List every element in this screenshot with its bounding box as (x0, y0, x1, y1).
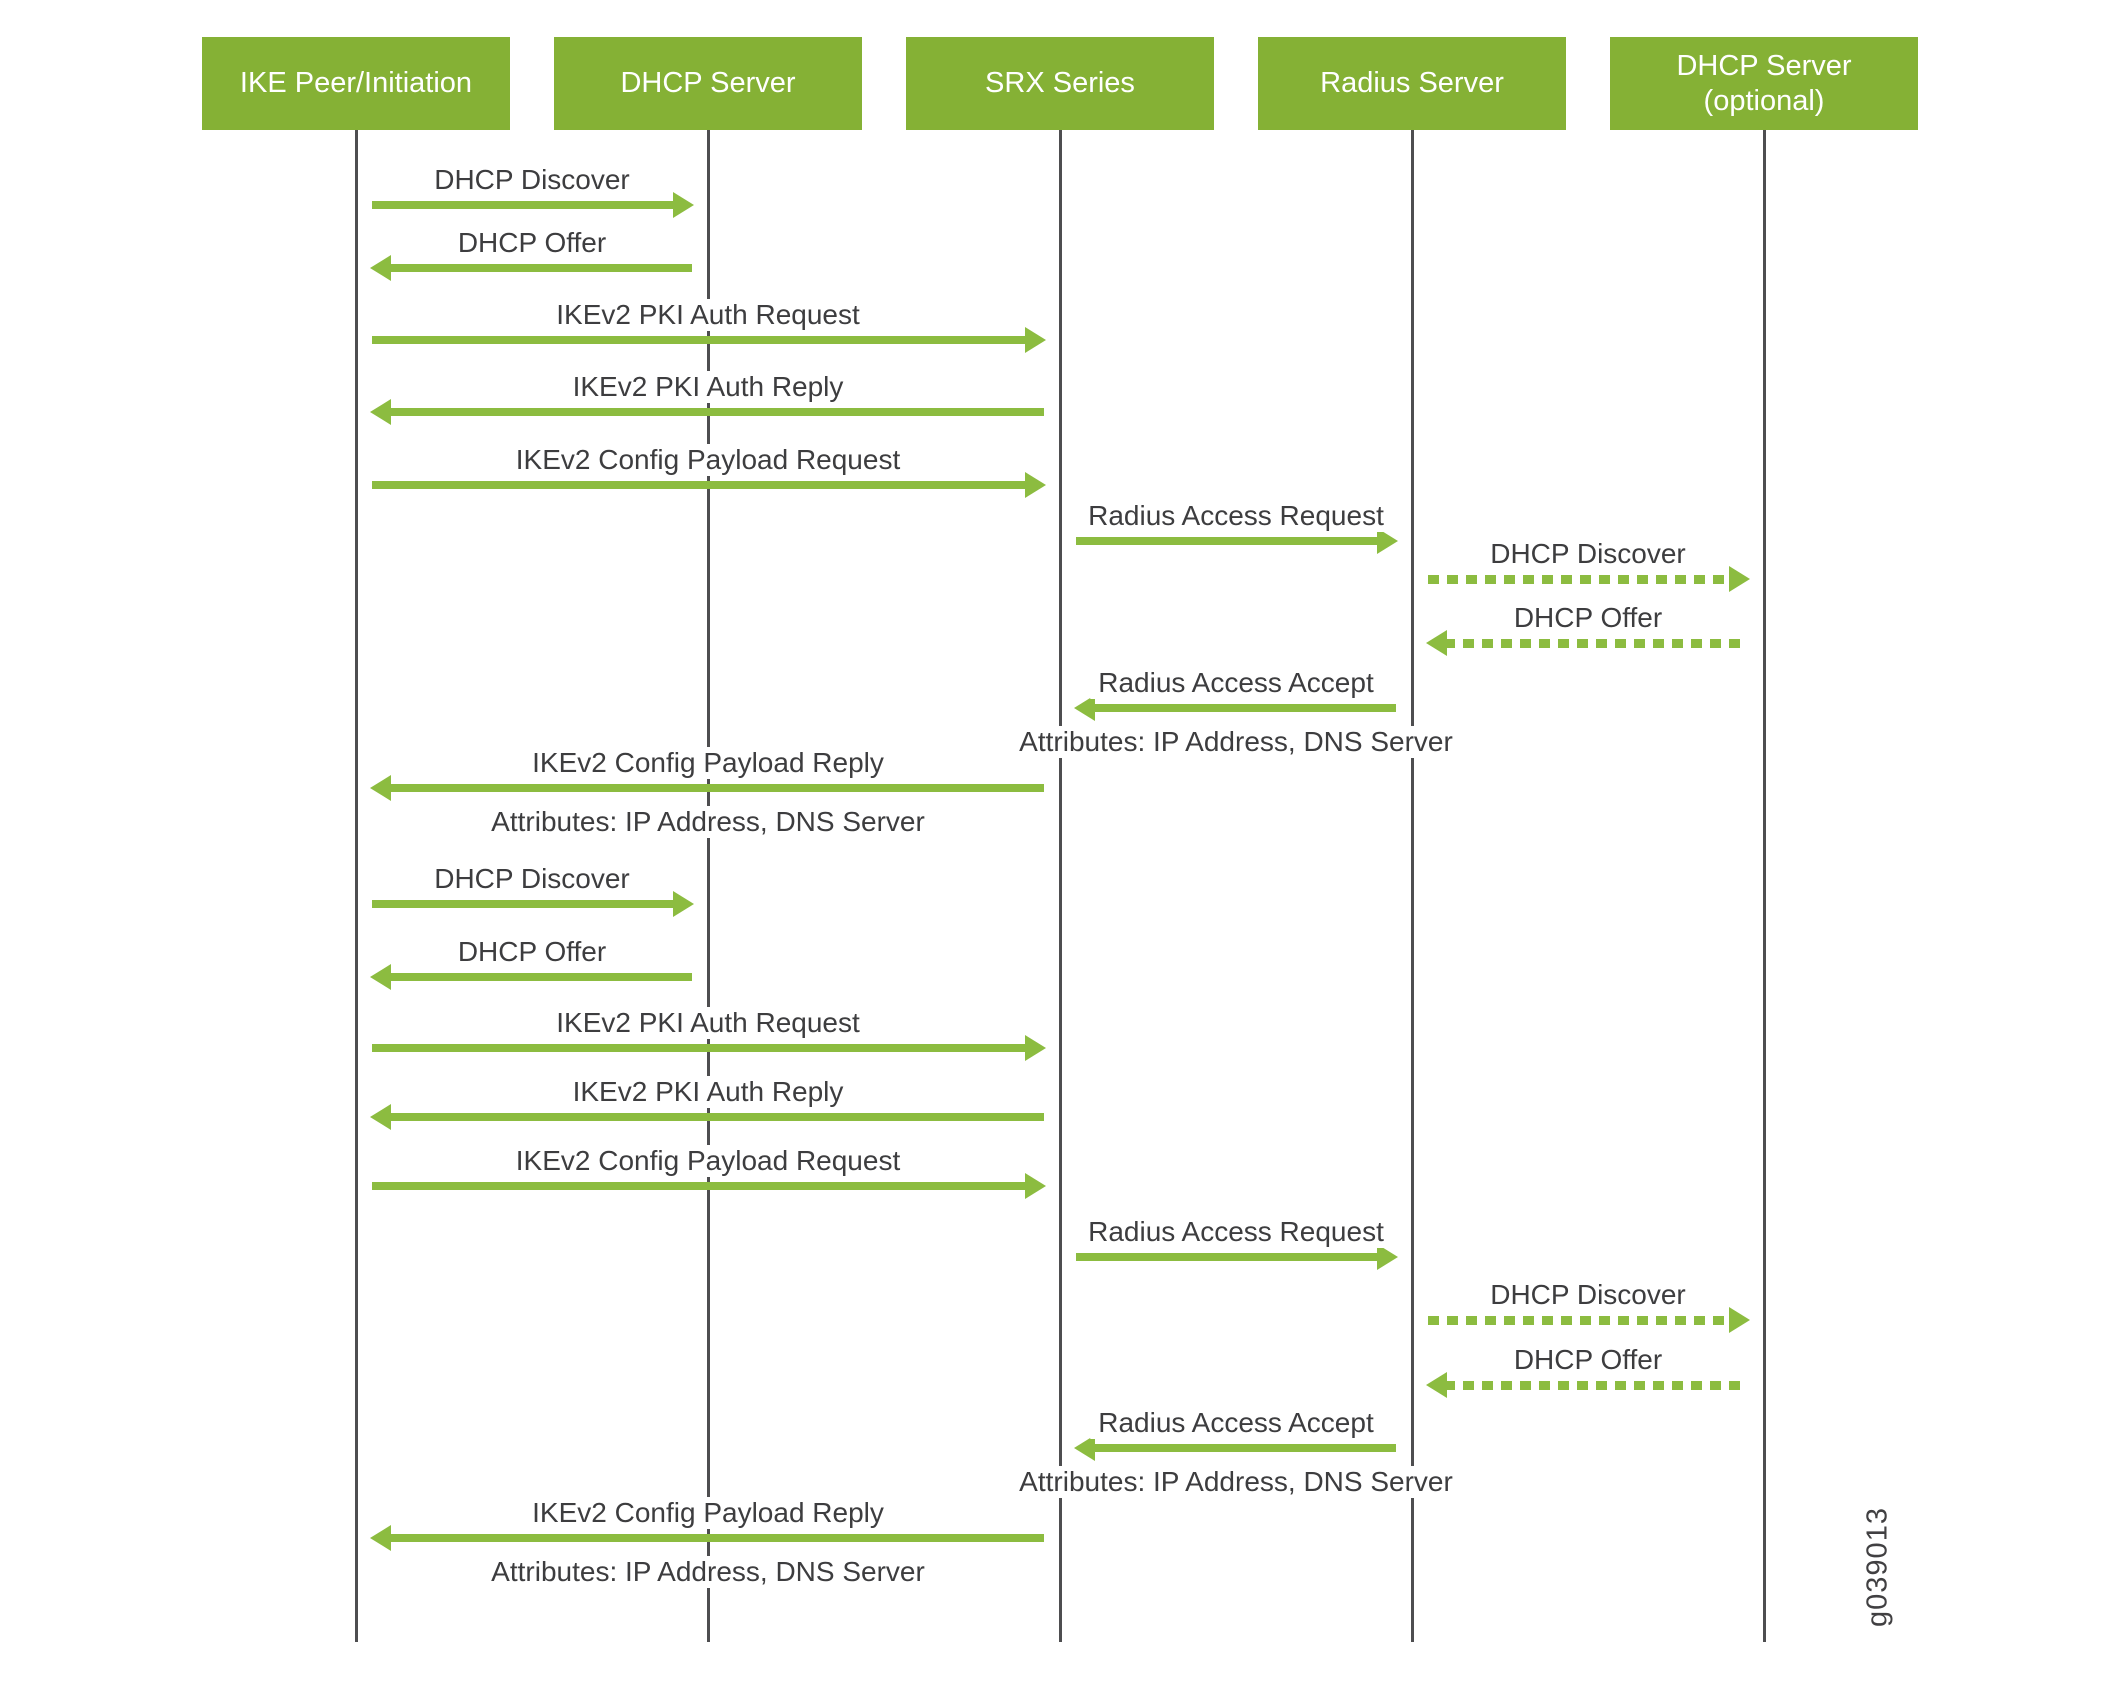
message-line-dashed (1444, 1381, 1748, 1390)
message-line (372, 201, 676, 209)
message-label: IKEv2 PKI Auth Reply (564, 371, 852, 403)
message-line (388, 408, 1044, 416)
message-label: Radius Access Request (1080, 1216, 1392, 1248)
message-arrowhead-left (370, 964, 391, 990)
actor-label-dhcp_opt: (optional) (1703, 84, 1825, 117)
lifeline-dhcp (706, 130, 710, 1642)
message-label: DHCP Offer (1505, 1344, 1671, 1376)
message-arrowhead-right (1025, 1035, 1046, 1061)
message-arrowhead-right (673, 891, 694, 917)
message-arrowhead-left (1074, 1435, 1095, 1461)
actor-box-dhcp_opt: DHCP Server(optional) (1610, 37, 1918, 130)
message-label: DHCP Discover (1482, 1279, 1694, 1311)
message-arrowhead-left (370, 399, 391, 425)
lifeline-ike (354, 130, 358, 1642)
message-arrowhead-right (673, 192, 694, 218)
message-label: Radius Access Accept (1090, 667, 1382, 699)
message-arrowhead-right (1025, 472, 1046, 498)
message-line (1076, 537, 1380, 545)
message-line (1076, 1253, 1380, 1261)
actor-label-dhcp: DHCP Server (620, 67, 796, 99)
message-attributes-label: Attributes: IP Address, DNS Server (1011, 1466, 1461, 1498)
actor-label-srx: SRX Series (985, 67, 1135, 99)
message-line (372, 336, 1028, 344)
actor-label-dhcp_opt: DHCP Server (1676, 49, 1852, 82)
message-line (388, 784, 1044, 792)
message-arrowhead-left (1074, 695, 1095, 721)
message-arrowhead-right (1025, 327, 1046, 353)
message-arrowhead-left (370, 255, 391, 281)
actor-label-radius: Radius Server (1320, 67, 1504, 99)
message-label: IKEv2 Config Payload Reply (524, 1497, 892, 1529)
message-label: DHCP Offer (1505, 602, 1671, 634)
message-line (388, 1534, 1044, 1542)
message-label: DHCP Offer (449, 936, 615, 968)
message-label: Radius Access Request (1080, 500, 1392, 532)
message-label: IKEv2 PKI Auth Request (548, 1007, 868, 1039)
message-arrowhead-right (1377, 528, 1398, 554)
message-attributes-label: Attributes: IP Address, DNS Server (483, 1556, 933, 1588)
message-label: IKEv2 PKI Auth Request (548, 299, 868, 331)
figure-id-watermark: g039013 (1861, 1507, 1894, 1627)
actor-box-srx: SRX Series (906, 37, 1214, 130)
message-line (1092, 1444, 1396, 1452)
message-line (1092, 704, 1396, 712)
lifeline-radius (1410, 130, 1414, 1642)
message-label: DHCP Discover (1482, 538, 1694, 570)
message-line (372, 1044, 1028, 1052)
message-line-dashed (1428, 575, 1732, 584)
message-line (372, 481, 1028, 489)
message-attributes-label: Attributes: IP Address, DNS Server (483, 806, 933, 838)
message-arrowhead-right (1729, 566, 1750, 592)
actor-box-dhcp: DHCP Server (554, 37, 862, 130)
message-arrowhead-right (1377, 1244, 1398, 1270)
lifeline-srx (1058, 130, 1062, 1642)
message-arrowhead-right (1729, 1307, 1750, 1333)
message-arrowhead-left (370, 1525, 391, 1551)
message-label: IKEv2 Config Payload Reply (524, 747, 892, 779)
message-line-dashed (1444, 639, 1748, 648)
message-arrowhead-left (1426, 630, 1447, 656)
message-line-dashed (1428, 1316, 1732, 1325)
lifeline-dhcp_opt (1762, 130, 1766, 1642)
actor-box-ike: IKE Peer/Initiation (202, 37, 510, 130)
message-label: IKEv2 Config Payload Request (507, 1145, 909, 1177)
message-label: IKEv2 Config Payload Request (507, 444, 909, 476)
message-line (388, 973, 692, 981)
message-line (388, 1113, 1044, 1121)
message-line (372, 900, 676, 908)
actor-box-radius: Radius Server (1258, 37, 1566, 130)
message-line (372, 1182, 1028, 1190)
message-arrowhead-left (370, 1104, 391, 1130)
message-label: DHCP Discover (426, 164, 638, 196)
message-arrowhead-left (1426, 1372, 1447, 1398)
message-label: Radius Access Accept (1090, 1407, 1382, 1439)
message-arrowhead-left (370, 775, 391, 801)
actor-label-ike: IKE Peer/Initiation (239, 67, 473, 99)
message-attributes-label: Attributes: IP Address, DNS Server (1011, 726, 1461, 758)
message-arrowhead-right (1025, 1173, 1046, 1199)
message-label: DHCP Offer (449, 227, 615, 259)
message-label: DHCP Discover (426, 863, 638, 895)
message-label: IKEv2 PKI Auth Reply (564, 1076, 852, 1108)
message-line (388, 264, 692, 272)
